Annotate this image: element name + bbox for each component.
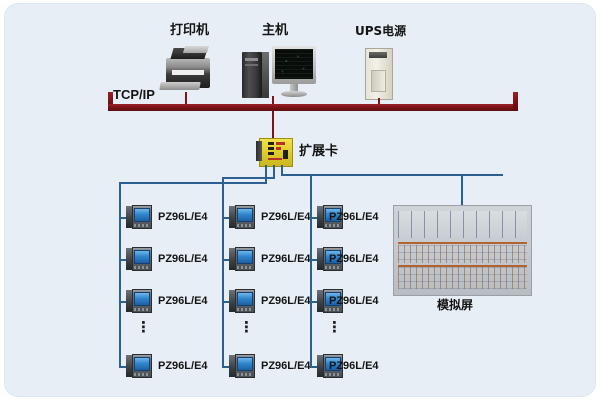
expansion-card-bus-drop bbox=[272, 111, 274, 138]
bus-end-cap-left bbox=[108, 92, 113, 111]
meter-label: PZ96L/E4 bbox=[158, 360, 208, 372]
meter-stub bbox=[119, 259, 129, 261]
bus-end-cap-right bbox=[513, 92, 518, 111]
meter-stub bbox=[222, 259, 232, 261]
meter-label: PZ96L/E4 bbox=[261, 211, 311, 223]
meter-stub bbox=[119, 301, 129, 303]
meter-label: PZ96L/E4 bbox=[158, 253, 208, 265]
expansion-card-label: 扩展卡 bbox=[299, 144, 339, 159]
meter-icon bbox=[126, 354, 152, 378]
host-bus-drop bbox=[272, 96, 274, 106]
tcpip-bus bbox=[108, 104, 518, 111]
meter-stub bbox=[119, 217, 129, 219]
column-1-ellipsis: ⋮ bbox=[136, 319, 151, 336]
column-3-ellipsis: ⋮ bbox=[327, 319, 342, 336]
trunk-branch-col1 bbox=[119, 182, 267, 184]
meter-stub bbox=[310, 366, 320, 368]
tcpip-bus-label: TCP/IP bbox=[113, 87, 155, 102]
host-label: 主机 bbox=[262, 23, 289, 38]
meter-icon bbox=[317, 354, 343, 378]
meter-icon bbox=[126, 205, 152, 229]
card-leg-left bbox=[265, 165, 267, 182]
meter-stub bbox=[310, 259, 320, 261]
mimic-panel-label: 模拟屏 bbox=[437, 298, 474, 312]
column-1-trunk bbox=[119, 182, 121, 368]
meter-icon bbox=[126, 289, 152, 313]
meter-icon bbox=[317, 247, 343, 271]
ups-bus-drop bbox=[378, 98, 380, 107]
trunk-branch-col3-and-mimic bbox=[281, 174, 503, 176]
meter-label: PZ96L/E4 bbox=[261, 295, 311, 307]
expansion-card-icon bbox=[256, 138, 293, 167]
card-leg-right bbox=[281, 165, 283, 174]
column-2-ellipsis: ⋮ bbox=[239, 319, 254, 336]
column-2-trunk bbox=[222, 177, 224, 368]
meter-label: PZ96L/E4 bbox=[261, 253, 311, 265]
meter-label: PZ96L/E4 bbox=[158, 295, 208, 307]
printer-label: 打印机 bbox=[170, 23, 210, 38]
meter-label: PZ96L/E4 bbox=[329, 211, 379, 223]
meter-stub bbox=[310, 301, 320, 303]
meter-stub bbox=[222, 301, 232, 303]
meter-label: PZ96L/E4 bbox=[329, 360, 379, 372]
meter-icon bbox=[229, 354, 255, 378]
meter-icon bbox=[229, 289, 255, 313]
meter-icon bbox=[317, 205, 343, 229]
printer-bus-drop bbox=[185, 92, 187, 106]
desktop-computer-icon bbox=[240, 42, 320, 100]
meter-stub bbox=[310, 217, 320, 219]
meter-label: PZ96L/E4 bbox=[261, 360, 311, 372]
meter-icon bbox=[317, 289, 343, 313]
mimic-panel-feed bbox=[461, 174, 463, 206]
meter-label: PZ96L/E4 bbox=[158, 211, 208, 223]
meter-stub bbox=[222, 366, 232, 368]
meter-stub bbox=[222, 217, 232, 219]
trunk-branch-col2 bbox=[222, 177, 275, 179]
ups-label: UPS电源 bbox=[355, 24, 407, 38]
meter-icon bbox=[229, 205, 255, 229]
mimic-panel-icon bbox=[393, 205, 532, 296]
ups-cabinet-icon bbox=[355, 42, 405, 102]
meter-label: PZ96L/E4 bbox=[329, 295, 379, 307]
meter-icon bbox=[126, 247, 152, 271]
meter-label: PZ96L/E4 bbox=[329, 253, 379, 265]
card-leg-middle bbox=[273, 165, 275, 177]
column-3-trunk bbox=[310, 174, 312, 368]
meter-stub bbox=[119, 366, 129, 368]
meter-icon bbox=[229, 247, 255, 271]
printer-icon bbox=[158, 44, 216, 96]
